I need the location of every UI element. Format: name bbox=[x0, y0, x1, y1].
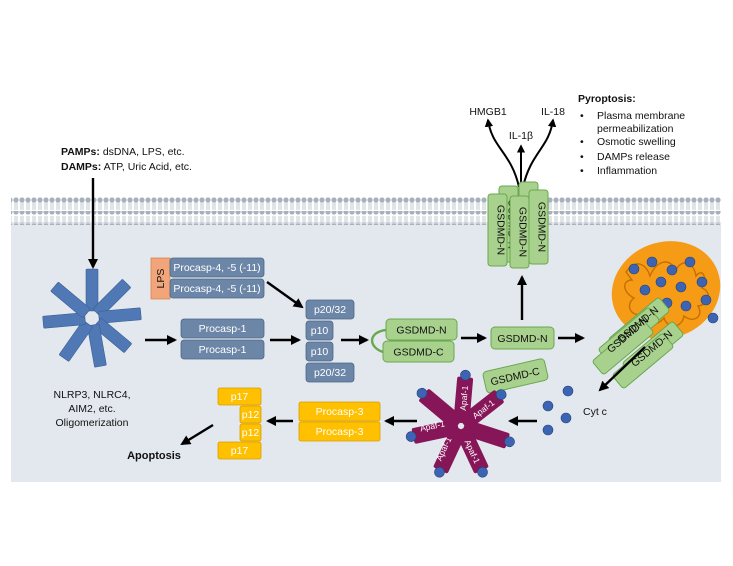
cleaved-gsdmd-n-label: GSDMD-N bbox=[497, 333, 547, 345]
svg-text:•: • bbox=[580, 151, 584, 163]
inflammasome-icon bbox=[42, 268, 142, 368]
pyroptosis-list: • Plasma membrane permeabilization • Osm… bbox=[580, 110, 685, 177]
casp3-p12-box-2 bbox=[239, 423, 262, 442]
gsdmd-c-box bbox=[382, 340, 455, 363]
casp1-p10-box-2 bbox=[305, 341, 334, 362]
procasp-1-box-1 bbox=[180, 318, 265, 339]
casp3-p12-label-1: p12 bbox=[242, 409, 260, 421]
procasp-1-box-2 bbox=[180, 339, 265, 360]
cytochrome-c-molecules bbox=[542, 385, 574, 436]
casp3-p17-box-1 bbox=[217, 387, 262, 406]
gsdmd-n-label: GSDMD-N bbox=[396, 325, 446, 337]
pyroptosis-item-1b: permeabilization bbox=[597, 123, 674, 135]
cytc-label: Cyt c bbox=[583, 406, 607, 418]
hmgb1-label: HMGB1 bbox=[469, 106, 507, 118]
procasp-3-label-2: Procasp-3 bbox=[316, 426, 364, 438]
casp1-p20-label-2: p20/32 bbox=[314, 367, 346, 379]
pore-label: GSDMD-N bbox=[517, 207, 529, 257]
svg-text:•: • bbox=[580, 165, 584, 177]
il18-release-arrow bbox=[522, 118, 557, 188]
procasp-1-label-2: Procasp-1 bbox=[199, 344, 247, 356]
procasp-4-5-box-1 bbox=[169, 257, 265, 278]
svg-text:•: • bbox=[580, 136, 584, 148]
apoptosis-label: Apoptosis bbox=[127, 450, 181, 462]
damps-text: DAMPs: ATP, Uric Acid, etc. bbox=[61, 161, 192, 173]
procasp-3-box-1 bbox=[298, 401, 381, 422]
procasp-4-5-label-2: Procasp-4, -5 (-11) bbox=[173, 283, 260, 295]
svg-text:•: • bbox=[580, 110, 584, 122]
inflammasome-caption-3: Oligomerization bbox=[56, 417, 129, 429]
procasp-4-5-label-1: Procasp-4, -5 (-11) bbox=[173, 262, 260, 274]
lps-label: LPS bbox=[155, 269, 167, 289]
procasp-1-label-1: Procasp-1 bbox=[199, 323, 247, 335]
noncanonical-arrow bbox=[266, 281, 304, 309]
casp1-p20-label-1: p20/32 bbox=[314, 304, 346, 316]
pyroptosis-item-4: Inflammation bbox=[597, 165, 657, 177]
cytc-release-arrow bbox=[598, 346, 646, 392]
cleaved-gsdmd-n-box bbox=[490, 326, 555, 350]
pyroptosis-item-3: DAMPs release bbox=[597, 151, 670, 163]
svg-text:Apaf-1: Apaf-1 bbox=[458, 385, 470, 411]
pamps-text: PAMPs: dsDNA, LPS, etc. bbox=[61, 146, 185, 158]
pyroptosis-title: Pyroptosis: bbox=[578, 93, 636, 105]
procasp-3-box-2 bbox=[298, 421, 381, 442]
gsdmd-c-label: GSDMD-C bbox=[393, 347, 444, 359]
svg-text:GSDMD-N: GSDMD-N bbox=[536, 202, 548, 252]
gsdmd-n-box bbox=[385, 318, 458, 341]
svg-text:GSDMD-N: GSDMD-N bbox=[495, 205, 507, 255]
procasp-4-5-box-2 bbox=[169, 278, 265, 299]
casp3-p17-label-2: p17 bbox=[231, 445, 249, 457]
il1b-label: IL-1β bbox=[509, 130, 533, 142]
casp3-to-apoptosis-arrow bbox=[180, 423, 214, 446]
inflammasome-caption-1: NLRP3, NLRC4, bbox=[53, 389, 130, 401]
gsdmd-linker bbox=[370, 328, 387, 354]
casp1-p20-box-1 bbox=[305, 299, 355, 320]
hmgb1-release-arrow bbox=[484, 118, 520, 188]
casp1-p10-box-1 bbox=[305, 320, 334, 341]
pyroptosis-item-1: Plasma membrane bbox=[597, 110, 685, 122]
inflammasome-caption-2: AIM2, etc. bbox=[68, 403, 115, 415]
gsdmd-pore: GSDMD-N GSDMD-N GSDMD-N GSDMD-N GSDMD-N bbox=[487, 181, 549, 269]
il18-label: IL-18 bbox=[541, 106, 565, 118]
casp3-p12-label-2: p12 bbox=[242, 427, 260, 439]
casp3-p17-label-1: p17 bbox=[231, 391, 249, 403]
procasp-3-label-1: Procasp-3 bbox=[316, 406, 364, 418]
casp3-p12-box-1 bbox=[239, 405, 262, 424]
cleaved-gsdmd-c-box bbox=[482, 358, 549, 394]
casp1-p10-label-2: p10 bbox=[311, 346, 329, 358]
casp1-p20-box-2 bbox=[305, 362, 355, 383]
pyroptosis-item-2: Osmotic swelling bbox=[597, 136, 676, 148]
casp3-p17-box-2 bbox=[217, 441, 262, 460]
lps-tag bbox=[150, 257, 171, 300]
plasma-membrane bbox=[11, 197, 721, 225]
casp1-p10-label-1: p10 bbox=[311, 325, 329, 337]
